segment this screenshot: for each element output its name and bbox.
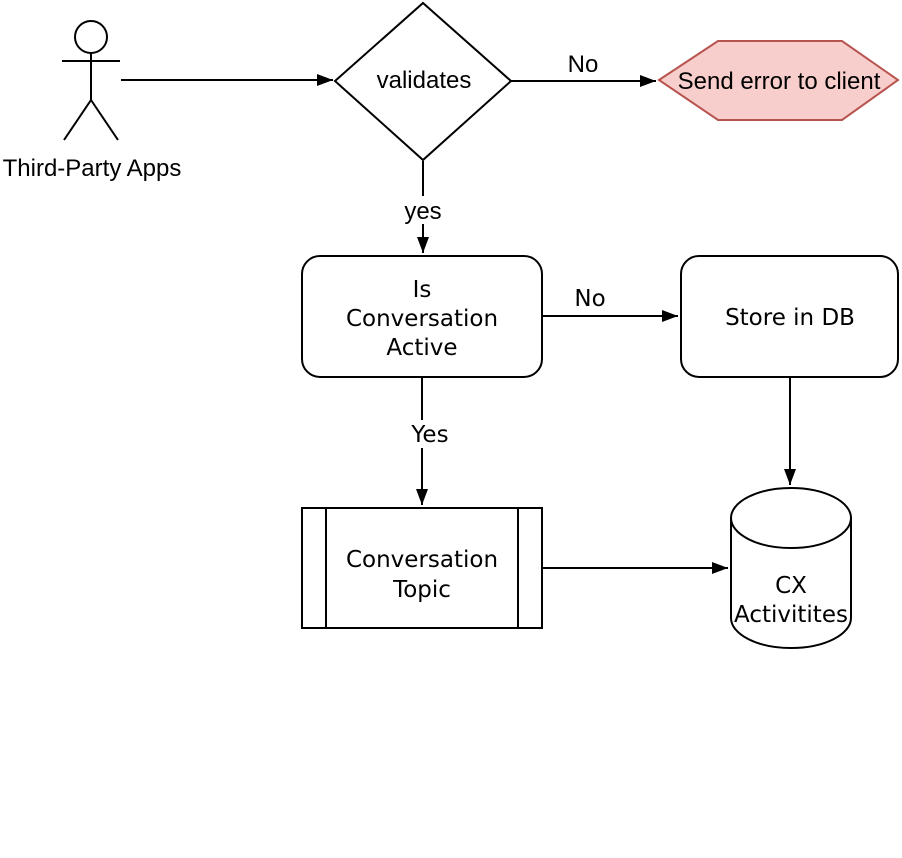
process-rectangle: [301, 507, 543, 629]
edge-label-no: No: [574, 286, 605, 312]
node-send-error: Send error to client: [657, 40, 900, 121]
edge-label-background: [401, 196, 445, 224]
node-label-line: Is: [413, 277, 432, 303]
node-third-party-apps: Third-Party Apps: [3, 20, 182, 182]
database-cylinder-top: [730, 487, 852, 549]
actor-icon: [62, 20, 120, 141]
node-label-line: Conversation: [346, 306, 498, 332]
edge-validates-to-is-active: yes: [401, 161, 445, 253]
edge-label-yes: Yes: [410, 422, 448, 448]
node-label-line: Activitites: [734, 602, 848, 628]
error-label: Send error to client: [678, 68, 881, 95]
decision-label: validates: [377, 67, 472, 94]
process-side-bars: [325, 508, 519, 628]
node-store-in-db: Store in DB: [680, 255, 899, 378]
edge-label-background: [404, 420, 454, 448]
node-label-line: Active: [386, 335, 457, 361]
edge-validates-to-send-error: No: [511, 51, 656, 87]
node-is-conversation-active: Is Conversation Active: [301, 255, 543, 378]
node-label-line: CX: [775, 573, 807, 599]
node-conversation-topic: Conversation Topic: [301, 507, 543, 629]
edge-label-no: No: [568, 51, 599, 78]
actor-body: [62, 53, 120, 141]
node-validates-decision: validates: [333, 1, 513, 162]
edge-is-active-to-topic: Yes: [404, 377, 454, 505]
node-cx-activities-db: CX Activitites: [730, 487, 852, 649]
node-label-line: Topic: [392, 577, 451, 603]
edge-label-yes: yes: [404, 198, 441, 225]
actor-label: Third-Party Apps: [3, 155, 182, 182]
decision-diamond: [333, 1, 513, 162]
edge-is-active-to-store: No: [542, 286, 678, 322]
actor-head: [74, 20, 108, 54]
error-hexagon: [657, 40, 900, 121]
database-cylinder-body: [730, 518, 852, 649]
node-label-line: Conversation: [346, 547, 498, 573]
node-label: Store in DB: [725, 305, 855, 331]
